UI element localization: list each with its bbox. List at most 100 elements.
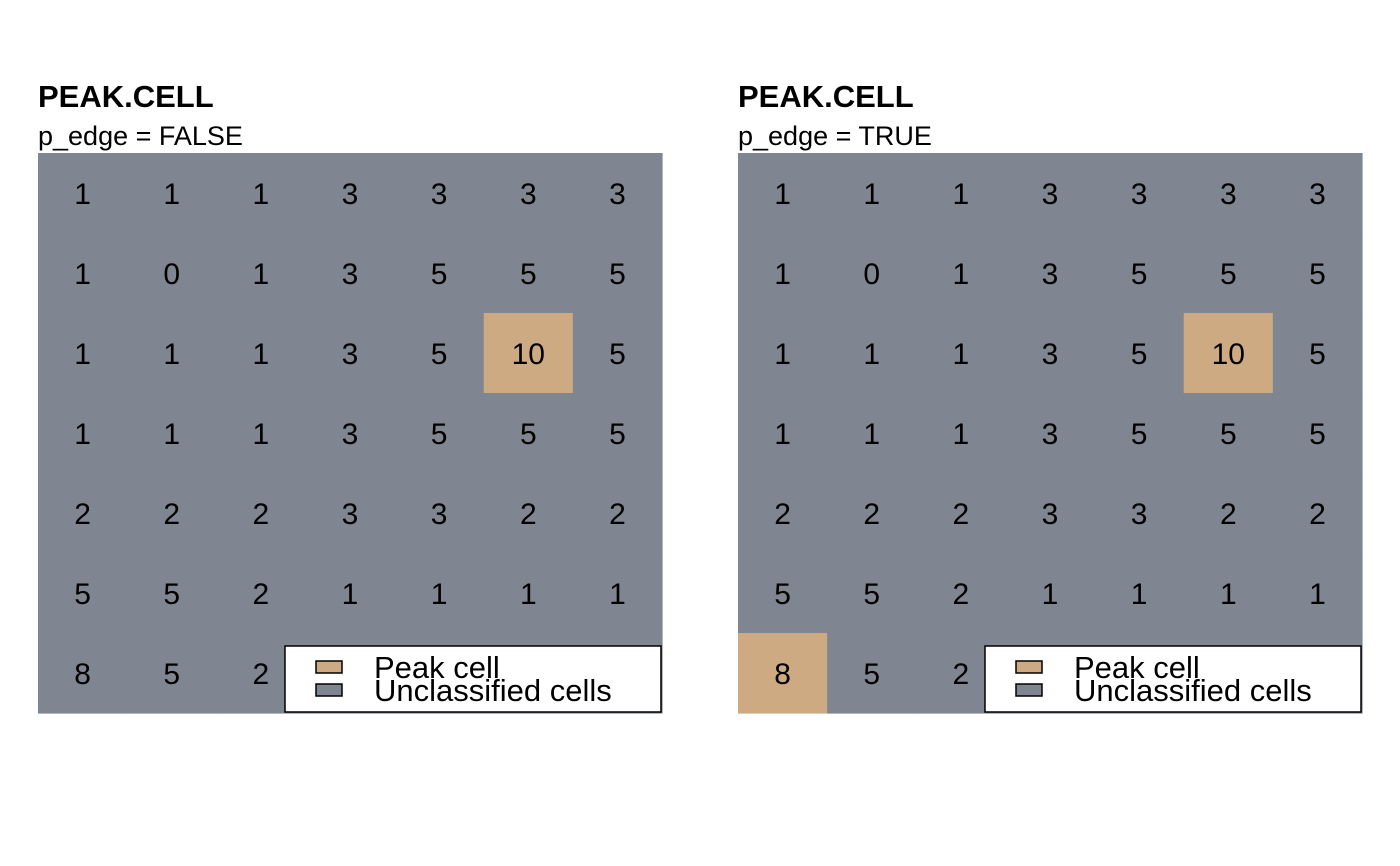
unclassified-cell: [305, 233, 396, 314]
unclassified-cell: [483, 233, 574, 314]
unclassified-cell: [305, 473, 396, 554]
cell-value-label: 1: [520, 578, 537, 611]
cell-value-label: 1: [1220, 578, 1237, 611]
unclassified-cell: [394, 473, 485, 554]
cell-value-label: 10: [512, 338, 545, 371]
cell-value-label: 2: [520, 498, 537, 531]
unclassified-cell: [216, 473, 307, 554]
cell-value-label: 1: [74, 258, 91, 291]
cell-value-label: 2: [253, 658, 270, 691]
unclassified-cell: [916, 153, 1007, 234]
unclassified-cell: [394, 153, 485, 234]
unclassified-cell: [738, 233, 828, 314]
cell-value-label: 5: [431, 258, 448, 291]
unclassified-cell: [827, 393, 917, 474]
cell-value-label: 3: [1220, 178, 1237, 211]
cell-value-label: 5: [609, 338, 626, 371]
cell-value-label: 1: [253, 178, 270, 211]
cell-value-label: 2: [253, 498, 270, 531]
unclassified-cell: [1272, 313, 1363, 394]
cell-value-label: 1: [774, 178, 791, 211]
cell-value-label: 5: [520, 418, 537, 451]
unclassified-cell: [1094, 553, 1185, 634]
cell-value-label: 1: [609, 578, 626, 611]
legend-peak-label: Peak cell: [374, 650, 500, 685]
legend: Peak cell Unclassified cells: [284, 645, 662, 713]
chart-subtitle: p_edge = TRUE: [738, 121, 932, 151]
legend-unclassified-label: Unclassified cells: [374, 673, 612, 708]
unclassified-cell: [216, 313, 307, 394]
unclassified-cell: [738, 313, 828, 394]
cell-value-label: 3: [342, 258, 359, 291]
cell-value-label: 5: [609, 418, 626, 451]
cell-value-label: 1: [163, 178, 180, 211]
cell-value-label: 1: [74, 418, 91, 451]
cell-value-label: 2: [163, 498, 180, 531]
unclassified-cell: [483, 553, 574, 634]
cell-value-label: 1: [74, 178, 91, 211]
cell-value-label: 2: [774, 498, 791, 531]
unclassified-cell: [827, 633, 917, 714]
peak-cell: [738, 633, 828, 714]
legend-peak-swatch: [1015, 660, 1043, 674]
unclassified-cell: [216, 393, 307, 474]
cell-value-label: 1: [774, 418, 791, 451]
unclassified-cell: [1005, 553, 1096, 634]
unclassified-cell: [572, 553, 663, 634]
legend-unclassified-swatch: [315, 683, 343, 697]
cell-value-label: 2: [953, 498, 970, 531]
legend-box: [284, 645, 662, 713]
cell-value-label: 1: [953, 258, 970, 291]
unclassified-cell: [738, 393, 828, 474]
cell-value-label: 5: [1309, 258, 1326, 291]
cell-value-label: 3: [1042, 338, 1059, 371]
cell-value-label: 5: [74, 578, 91, 611]
cell-value-label: 3: [1131, 178, 1148, 211]
cell-value-label: 5: [163, 658, 180, 691]
chart-title: PEAK.CELL: [38, 79, 214, 114]
cell-value-label: 5: [863, 578, 880, 611]
cell-value-label: 8: [774, 658, 791, 691]
unclassified-cell: [572, 393, 663, 474]
legend-peak-swatch: [315, 660, 343, 674]
unclassified-cell: [1094, 313, 1185, 394]
cell-value-label: 5: [431, 338, 448, 371]
unclassified-cell: [127, 313, 217, 394]
cell-value-label: 3: [1042, 258, 1059, 291]
unclassified-cell: [827, 473, 917, 554]
unclassified-cell: [38, 153, 128, 234]
cell-value-label: 0: [163, 258, 180, 291]
unclassified-cell: [827, 153, 917, 234]
unclassified-cell: [1094, 473, 1185, 554]
cell-value-label: 1: [1131, 578, 1148, 611]
cell-value-label: 1: [253, 338, 270, 371]
cell-value-label: 2: [1309, 498, 1326, 531]
legend: Peak cell Unclassified cells: [984, 645, 1362, 713]
cell-value-label: 5: [431, 418, 448, 451]
unclassified-cell: [216, 233, 307, 314]
cell-value-label: 5: [1309, 418, 1326, 451]
unclassified-cell: [127, 633, 217, 714]
unclassified-cell: [1094, 393, 1185, 474]
unclassified-cell: [1005, 313, 1096, 394]
unclassified-cell: [483, 473, 574, 554]
cell-value-label: 1: [342, 578, 359, 611]
cell-value-label: 1: [1042, 578, 1059, 611]
unclassified-cell: [483, 393, 574, 474]
unclassified-cell: [394, 313, 485, 394]
unclassified-cell: [916, 393, 1007, 474]
unclassified-cell: [916, 233, 1007, 314]
unclassified-cell: [216, 153, 307, 234]
unclassified-cell: [1272, 393, 1363, 474]
legend-unclassified-swatch: [1015, 683, 1043, 697]
cell-value-label: 3: [1042, 498, 1059, 531]
unclassified-cell: [916, 473, 1007, 554]
cell-value-label: 1: [253, 418, 270, 451]
cell-value-label: 5: [1220, 258, 1237, 291]
unclassified-cell: [572, 313, 663, 394]
cell-value-label: 5: [609, 258, 626, 291]
cell-value-label: 1: [253, 258, 270, 291]
cell-value-label: 1: [74, 338, 91, 371]
